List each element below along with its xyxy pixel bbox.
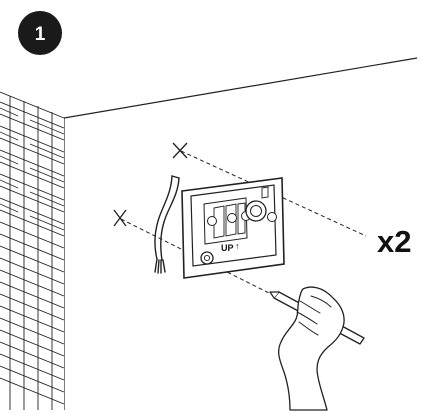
terminal-screw-middle	[227, 213, 237, 223]
quantity-label: x2	[377, 224, 411, 259]
finger-line-1	[299, 300, 321, 314]
plate-up-text: UP	[221, 243, 234, 253]
brick-row-24	[0, 377, 65, 405]
brick-row-19	[0, 317, 65, 345]
hand-with-pencil-icon	[269, 286, 365, 411]
cross-mark-upper	[172, 142, 188, 159]
brick-row-5	[0, 149, 65, 177]
cable-outer-left	[154, 175, 173, 260]
brick-wall-icon	[0, 91, 65, 410]
brick-row-7	[0, 173, 65, 201]
finger-line-2	[296, 311, 318, 325]
plate-up-arrow: ↑	[235, 241, 240, 251]
brick-row-2	[0, 113, 65, 141]
cable-outer-right	[159, 177, 180, 261]
brick-offset-4	[29, 143, 65, 159]
brick-wall-face	[0, 92, 64, 410]
brick-row-11	[0, 221, 65, 249]
cable-icon	[154, 175, 180, 274]
cross-mark-lower	[113, 209, 127, 227]
thumb-line	[310, 295, 332, 308]
brick-row-6	[0, 161, 65, 189]
terminal-slot-right	[237, 202, 246, 235]
plate-up-label: UP ↑	[221, 241, 240, 253]
brick-offset-7	[0, 179, 19, 189]
device-side-fixing	[267, 212, 277, 222]
brick-row-13	[0, 245, 65, 273]
brick-row-10	[0, 209, 65, 237]
brick-row-12	[0, 233, 65, 261]
hand-outline	[278, 286, 345, 411]
step-badge: 1	[18, 11, 62, 55]
device-round-socket-inner	[250, 205, 262, 217]
brick-row-18	[0, 305, 65, 333]
brick-offset-8	[29, 191, 65, 207]
brick-row-23	[0, 365, 65, 393]
brick-offset-5	[0, 155, 19, 165]
brick-row-15	[0, 269, 65, 297]
terminal-slot-left	[213, 205, 225, 239]
brick-row-8	[0, 185, 65, 213]
brick-offset-6	[29, 167, 65, 183]
brick-row-17	[0, 293, 65, 321]
step-badge-circle	[18, 11, 62, 55]
brick-row-3	[0, 125, 65, 153]
brick-row-9	[0, 197, 65, 225]
terminal-screw-left	[207, 216, 217, 226]
wall-ceiling-edge	[63, 57, 418, 119]
brick-row-21	[0, 341, 65, 369]
cable-wire-1	[154, 258, 158, 273]
device-top-clip	[261, 186, 269, 199]
brick-offset-2	[29, 119, 65, 135]
wall-plate-device-icon	[181, 177, 285, 279]
brick-row-20	[0, 329, 65, 357]
brick-row-1	[0, 101, 65, 129]
brick-row-4	[0, 137, 65, 165]
cable-wire-4	[162, 259, 166, 273]
brick-row-16	[0, 281, 65, 309]
brick-row-22	[0, 353, 65, 381]
cable-end-cap	[171, 175, 180, 179]
brick-offset-3	[0, 131, 19, 141]
brick-offset-10	[29, 215, 65, 231]
brick-row-14	[0, 257, 65, 285]
brick-offset-1	[0, 107, 19, 117]
step-number: 1	[35, 24, 46, 45]
brick-wall-top-line	[0, 91, 65, 119]
finger-line-3	[298, 321, 319, 336]
brick-offset-9	[0, 203, 19, 213]
cross-mark-icon	[113, 142, 188, 227]
cable-wire-2	[157, 259, 160, 274]
device-lower-screw-center	[203, 254, 211, 262]
pencil-tip	[269, 291, 280, 299]
